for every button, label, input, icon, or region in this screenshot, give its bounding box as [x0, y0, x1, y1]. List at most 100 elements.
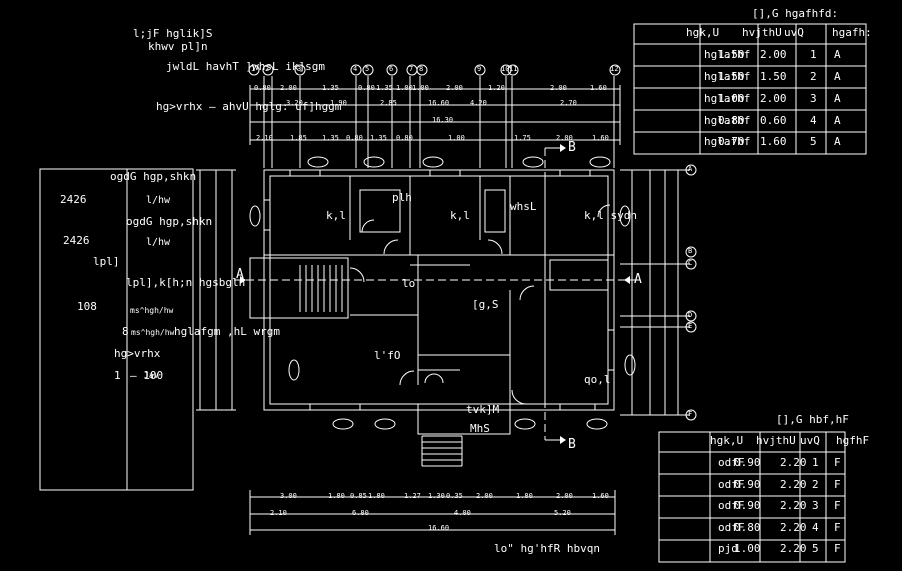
dim-text: 1.35: [322, 134, 339, 142]
windows-cell: hglafhf: [704, 135, 751, 148]
left-dimension-lines: [196, 169, 236, 411]
legend-title: ogdG hgp,shkn: [110, 170, 197, 183]
dim-text: 1.00: [396, 84, 413, 92]
legend-label: — 100: [130, 369, 164, 382]
grid-label: E: [688, 322, 693, 330]
doors-cell: 3: [812, 499, 819, 512]
dim-text: 2.00: [476, 492, 493, 500]
doors-cell: 2.20: [780, 456, 807, 469]
section-marker-a: A: [236, 267, 244, 282]
arch-entry: [424, 373, 444, 384]
windows-cell: 1.00: [718, 92, 745, 105]
room-label: qo,l: [584, 373, 611, 386]
window-marks: [264, 170, 614, 410]
doors-cell: 2.20: [780, 499, 807, 512]
windows-cell: 2: [810, 70, 817, 83]
windows-cell: hglafhf: [704, 48, 751, 61]
door-swing: [519, 285, 535, 301]
section-arrows: [240, 144, 630, 444]
legend-label: ogdG hgp,shkn: [126, 215, 213, 228]
doors-cell: F: [834, 499, 841, 512]
room-label: plh: [392, 191, 412, 204]
dim-text: 4.20: [470, 99, 487, 107]
dim-total: 16.60: [428, 99, 450, 107]
grid-bubbles-top: [248, 64, 621, 76]
grid-label: 3: [297, 65, 302, 73]
doors-cell: 4: [812, 521, 819, 534]
doors-cell: 2: [812, 478, 819, 491]
dim-text: 2.00: [280, 84, 297, 92]
doors-cell: odfF: [718, 478, 745, 491]
dim-text: 0.80: [396, 134, 413, 142]
doors-cell: 2.20: [780, 542, 807, 555]
dim-text: 2.00: [550, 84, 567, 92]
header-line-1: l;jF hglik]S: [133, 27, 213, 40]
dim-text: 0.85: [350, 492, 367, 500]
windows-cell: 1.60: [760, 135, 787, 148]
grid-label: 10: [501, 65, 510, 73]
dim-text: 1.60: [590, 84, 607, 92]
dim-text: 0.80: [346, 134, 363, 142]
dim-text: 1.80: [368, 492, 385, 500]
dim-text: 1.35: [376, 84, 393, 92]
dim-text: 2.00: [446, 84, 463, 92]
dim-total: 16.30: [432, 116, 454, 124]
entrance-steps: [421, 435, 463, 467]
windows-table-frame: [633, 23, 867, 155]
doors-cell: 0.90: [734, 456, 761, 469]
dim-text: 0.35: [446, 492, 463, 500]
bath-room: [359, 189, 401, 233]
windows-cell: A: [834, 92, 841, 105]
room-label: l'fO: [374, 349, 401, 362]
door-swing: [349, 267, 365, 283]
doors-cell: 0.90: [734, 499, 761, 512]
outer-wall: [263, 169, 615, 411]
doors-header: hvjthU: [756, 434, 796, 447]
door-swing: [361, 219, 375, 233]
legend-value: 2426: [60, 193, 87, 206]
grid-label: B: [688, 247, 693, 255]
doors-cell: F: [834, 456, 841, 469]
doors-cell: odfF: [718, 456, 745, 469]
doors-cell: 1.00: [734, 542, 761, 555]
bath-room: [549, 259, 609, 291]
dim-text: 1.35: [370, 134, 387, 142]
dim-text: 1.90: [330, 99, 347, 107]
legend-value: 2426: [63, 234, 90, 247]
dim-text: 1.00: [412, 84, 429, 92]
right-dimension-lines: [620, 164, 697, 421]
windows-cell: hglafhf: [704, 114, 751, 127]
section-marker-a: A: [634, 272, 642, 287]
dim-text: 0.80: [358, 84, 375, 92]
windows-cell: 0.60: [760, 114, 787, 127]
windows-cell: 2.00: [760, 48, 787, 61]
room-label: lo: [402, 277, 416, 290]
grid-label: 11: [509, 65, 518, 73]
doors-table-frame: [658, 431, 846, 563]
dim-text: 3.20: [286, 99, 303, 107]
windows-cell: A: [834, 114, 841, 127]
dim-text: 1.27: [404, 492, 421, 500]
stair-treads: [299, 265, 343, 312]
windows-table-title: [],G hgafhfd:: [752, 7, 839, 20]
dim-text: 1.75: [514, 134, 531, 142]
windows-cell: 2.00: [760, 92, 787, 105]
legend-sub: l/hw: [146, 195, 171, 206]
dim-text: 1.00: [448, 134, 465, 142]
windows-cell: 1: [810, 48, 817, 61]
header-line-2: khwv pl]n: [148, 40, 208, 53]
legend-value: 1: [114, 369, 121, 382]
grid-label: 9: [477, 65, 482, 73]
legend-value: 8: [122, 325, 129, 338]
doors-table-title: [],G hbf,hF: [776, 413, 849, 426]
door-swing: [399, 370, 415, 386]
windows-cell: 1.50: [760, 70, 787, 83]
dim-text: 1.35: [322, 84, 339, 92]
dim-text: 2.10: [270, 509, 287, 517]
grid-label: 8: [419, 65, 424, 73]
legend-value: 108: [77, 300, 97, 313]
doors-cell: 5: [812, 542, 819, 555]
legend-label: hg>vrhx: [114, 347, 161, 360]
legend-label: hglafgm ,hL wrgm: [174, 325, 280, 338]
windows-cell: A: [834, 48, 841, 61]
